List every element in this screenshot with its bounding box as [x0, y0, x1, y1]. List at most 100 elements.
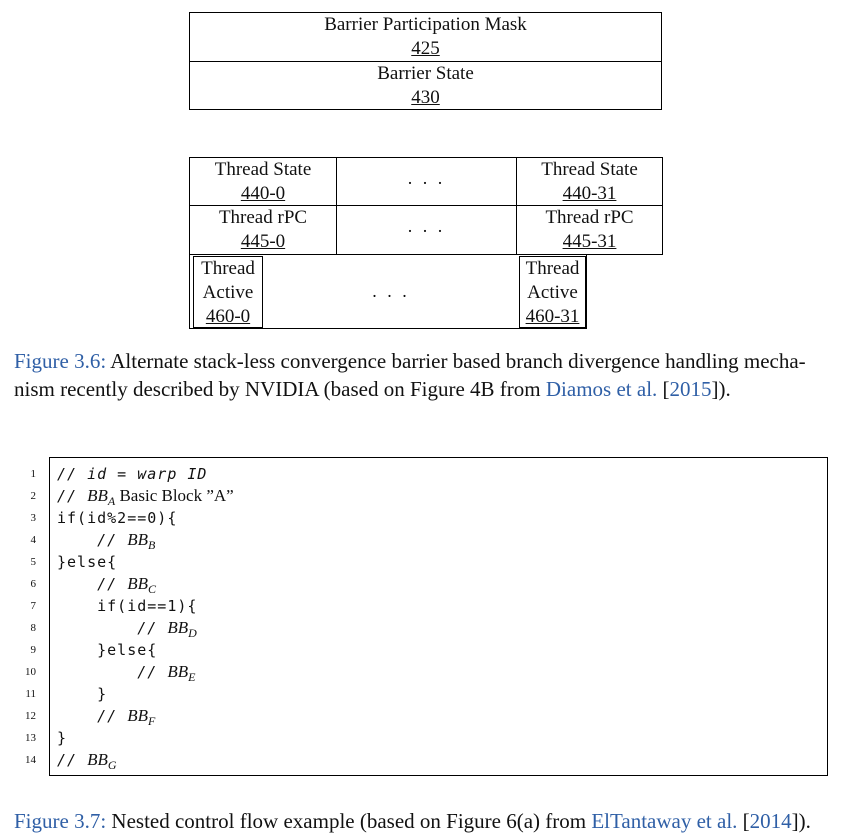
- cell-label: Thread rPC: [218, 207, 308, 228]
- line-number: 4: [30, 534, 37, 546]
- comment-prefix: //: [57, 575, 128, 593]
- thread-state-cell-left: Thread State 440-0: [189, 157, 337, 206]
- citation-author-link[interactable]: Diamos et al.: [545, 377, 658, 401]
- comment-text: Basic Block ”A”: [115, 486, 234, 505]
- caption-line1: Alternate stack-less convergence barrier…: [110, 349, 806, 373]
- code-line-3: if(id%2==0){: [57, 509, 178, 527]
- barrier-state-cell: Barrier State 430: [189, 61, 662, 110]
- bb-label: BBG: [87, 750, 117, 772]
- comment-prefix: //: [57, 663, 168, 681]
- bb-subscript: C: [148, 582, 157, 596]
- bb-label: BBB: [127, 530, 156, 552]
- line-number: 6: [30, 578, 37, 590]
- cell-label-line1: Thread: [525, 258, 580, 279]
- bb-text: BB: [127, 574, 148, 593]
- cell-label-line2: Active: [202, 282, 254, 303]
- citation-year-link[interactable]: 2014: [749, 809, 792, 833]
- code-line-11: }: [57, 685, 108, 703]
- figure-3-6-caption: Figure 3.6: Alternate stack-less converg…: [14, 347, 834, 403]
- bb-text: BB: [167, 662, 189, 681]
- thread-active-cell-left: Thread Active 460-0: [193, 256, 263, 328]
- comment-prefix: //: [57, 751, 88, 769]
- cell-ref: 430: [411, 87, 440, 108]
- bb-text: BB: [167, 618, 189, 637]
- citation-author-link[interactable]: ElTantaway et al.: [591, 809, 738, 833]
- thread-state-cell-right: Thread State 440-31: [516, 157, 663, 206]
- cell-label: Barrier Participation Mask: [324, 14, 527, 35]
- bb-text: BB: [127, 706, 148, 725]
- bb-label: BBA: [87, 486, 115, 508]
- cell-label: Barrier State: [377, 63, 474, 84]
- cell-label-line1: Thread: [201, 258, 255, 279]
- line-number: 7: [30, 600, 37, 612]
- figure-label[interactable]: Figure 3.6:: [14, 349, 107, 373]
- comment-prefix: //: [57, 707, 128, 725]
- code-line-13: }: [57, 729, 68, 747]
- cell-label: Thread rPC: [545, 207, 634, 228]
- cell-ref: 445-0: [240, 231, 286, 252]
- cell-ref: 460-31: [525, 306, 580, 327]
- bb-subscript: B: [148, 538, 156, 552]
- line-number: 12: [25, 710, 36, 722]
- thread-rpc-cell-middle: . . .: [336, 205, 517, 255]
- citation-open-bracket: [: [737, 809, 750, 833]
- bb-label: BBC: [127, 574, 157, 596]
- line-number: 11: [25, 688, 36, 700]
- line-number: 2: [30, 490, 37, 502]
- line-number: 8: [30, 622, 37, 634]
- code-body: // id = warp ID // BBA Basic Block ”A” i…: [57, 463, 817, 773]
- code-line-2: // BBA Basic Block ”A”: [57, 485, 234, 508]
- bb-subscript: D: [188, 626, 197, 640]
- line-number: 3: [30, 512, 37, 524]
- code-line-8: // BBD: [57, 617, 197, 640]
- thread-state-cell-middle: . . .: [336, 157, 517, 206]
- bb-label: BBD: [167, 618, 197, 640]
- figure-label[interactable]: Figure 3.7:: [14, 809, 107, 833]
- bb-subscript: G: [107, 758, 117, 772]
- figure-3-7-caption: Figure 3.7: Nested control flow example …: [14, 807, 839, 835]
- line-number: 14: [25, 754, 36, 766]
- bb-label: BBE: [167, 662, 195, 684]
- line-number: 5: [30, 556, 37, 568]
- code-line-6: // BBC: [57, 573, 157, 596]
- ellipsis: . . .: [407, 216, 446, 236]
- comment-prefix: //: [57, 487, 88, 505]
- comment-prefix: //: [57, 619, 168, 637]
- cell-label: Thread State: [541, 159, 638, 180]
- caption-text: Nested control flow example (based on Fi…: [106, 809, 592, 833]
- bb-label: BBF: [127, 706, 156, 728]
- citation-close: ]).: [791, 809, 811, 833]
- line-number: 1: [30, 468, 37, 480]
- code-line-7: if(id==1){: [57, 597, 198, 615]
- thread-rpc-cell-left: Thread rPC 445-0: [189, 205, 337, 255]
- bb-text: BB: [127, 530, 148, 549]
- cell-ref: 440-0: [240, 183, 286, 204]
- thread-rpc-cell-right: Thread rPC 445-31: [516, 205, 663, 255]
- thread-active-cell-right: Thread Active 460-31: [519, 256, 586, 328]
- code-line-12: // BBF: [57, 705, 156, 728]
- code-line-4: // BBB: [57, 529, 156, 552]
- code-line-1: // id = warp ID: [57, 465, 208, 483]
- code-line-10: // BBE: [57, 661, 195, 684]
- code-line-14: // BBG: [57, 749, 117, 772]
- cell-ref: 440-31: [562, 183, 617, 204]
- ellipsis: . . .: [372, 281, 410, 301]
- thread-active-row-frame: [189, 254, 587, 329]
- cell-ref: 445-31: [562, 231, 617, 252]
- bb-text: BB: [87, 750, 108, 769]
- ellipsis: . . .: [407, 168, 446, 188]
- code-line-5: }else{: [57, 553, 118, 571]
- cell-label: Thread State: [214, 159, 312, 180]
- bb-subscript: F: [148, 714, 156, 728]
- code-listing-frame: [49, 457, 828, 776]
- cell-label-line2: Active: [527, 282, 578, 303]
- line-number: 9: [30, 644, 37, 656]
- citation-open-bracket: [: [657, 377, 670, 401]
- cell-ref: 425: [411, 38, 440, 59]
- bb-text: BB: [87, 486, 108, 505]
- line-number: 10: [25, 666, 36, 678]
- line-number: 13: [25, 732, 36, 744]
- citation-year-link[interactable]: 2015: [669, 377, 712, 401]
- barrier-participation-mask-cell: Barrier Participation Mask 425: [189, 12, 662, 62]
- caption-line2: nism recently described by NVIDIA (based…: [14, 377, 546, 401]
